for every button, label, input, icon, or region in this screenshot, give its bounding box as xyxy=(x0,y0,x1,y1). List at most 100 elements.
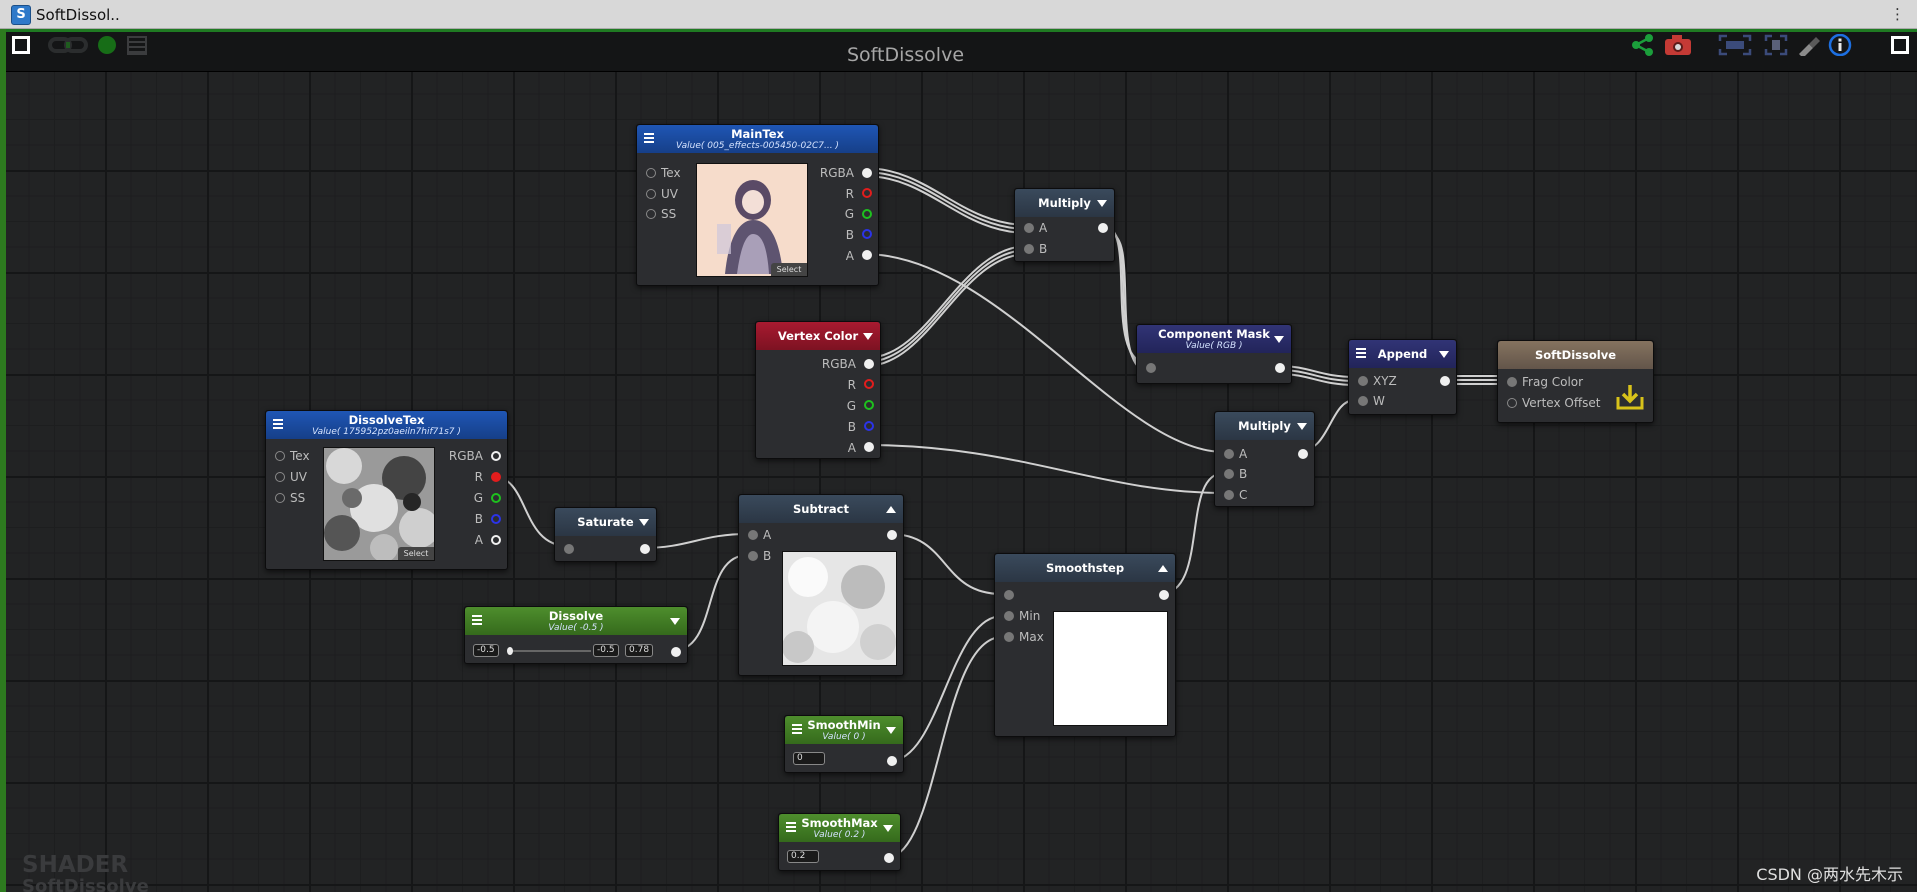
slider-min-field[interactable]: -0.5 xyxy=(473,644,499,657)
input-port-tex[interactable] xyxy=(275,451,285,461)
window-titlebar[interactable]: S SoftDissol.. ⋮ xyxy=(0,0,1917,29)
node-smoothstep[interactable]: Smoothstep Min Max xyxy=(994,553,1176,737)
input-port-c[interactable] xyxy=(1224,490,1234,500)
node-append[interactable]: Append XYZ W xyxy=(1348,339,1457,415)
output-port-g[interactable] xyxy=(862,209,872,219)
output-port[interactable] xyxy=(1298,449,1308,459)
status-circle-icon[interactable] xyxy=(96,34,118,56)
download-icon[interactable] xyxy=(1614,383,1646,411)
window-menu-icon[interactable]: ⋮ xyxy=(1890,5,1905,23)
output-port[interactable] xyxy=(1098,223,1108,233)
input-port-vertex-offset[interactable] xyxy=(1507,398,1517,408)
node-header[interactable]: DissolveTex Value( 175952pz0aeiln7hif71s… xyxy=(266,411,507,439)
node-header[interactable]: Append xyxy=(1349,340,1456,368)
output-port-rgba[interactable] xyxy=(491,451,501,461)
dissolve-slider[interactable] xyxy=(507,647,591,655)
node-multiply-2[interactable]: Multiply A B C xyxy=(1214,411,1315,507)
frame-all-icon[interactable] xyxy=(1718,34,1752,56)
slider-max-field[interactable]: 0.78 xyxy=(625,644,653,657)
input-port-a[interactable] xyxy=(1024,223,1034,233)
node-multiply-1[interactable]: Multiply A B xyxy=(1014,188,1115,262)
collapse-arrow-icon[interactable] xyxy=(1097,200,1107,207)
node-subtract[interactable]: Subtract A B xyxy=(738,494,904,676)
output-port-rgba[interactable] xyxy=(862,168,872,178)
output-port-a[interactable] xyxy=(862,250,872,260)
output-port-r[interactable] xyxy=(864,379,874,389)
node-header[interactable]: Subtract xyxy=(739,495,903,523)
collapse-arrow-icon[interactable] xyxy=(863,333,873,340)
node-vertex-color[interactable]: Vertex Color RGBA R G B A xyxy=(755,321,881,459)
node-header[interactable]: Dissolve Value( -0.5 ) xyxy=(465,607,687,635)
input-port-tex[interactable] xyxy=(646,168,656,178)
output-port[interactable] xyxy=(1159,590,1169,600)
node-header[interactable]: SmoothMax Value( 0.2 ) xyxy=(779,814,900,842)
menu-icon[interactable] xyxy=(1356,348,1366,358)
share-icon[interactable] xyxy=(1630,34,1656,56)
output-port-a[interactable] xyxy=(491,535,501,545)
input-port-a[interactable] xyxy=(748,530,758,540)
output-port-a[interactable] xyxy=(864,442,874,452)
input-port-a[interactable] xyxy=(1224,449,1234,459)
collapse-arrow-icon[interactable] xyxy=(1297,423,1307,430)
output-port[interactable] xyxy=(671,647,681,657)
node-header[interactable]: MainTex Value( 005_effects-005450-02C7..… xyxy=(637,125,878,153)
output-port[interactable] xyxy=(640,544,650,554)
menu-icon[interactable] xyxy=(273,419,283,429)
node-header[interactable]: Saturate xyxy=(555,508,656,536)
output-port[interactable] xyxy=(1275,363,1285,373)
menu-icon[interactable] xyxy=(792,724,802,734)
node-header[interactable]: Multiply xyxy=(1015,189,1114,217)
output-port[interactable] xyxy=(884,853,894,863)
value-field[interactable]: 0.2 xyxy=(787,850,819,863)
node-header[interactable]: Multiply xyxy=(1215,412,1314,440)
maximize-right-icon[interactable] xyxy=(1889,34,1911,56)
brush-icon[interactable] xyxy=(1795,34,1821,56)
node-maintex[interactable]: MainTex Value( 005_effects-005450-02C7..… xyxy=(636,124,879,286)
input-port[interactable] xyxy=(1004,590,1014,600)
input-port-b[interactable] xyxy=(748,551,758,561)
output-port-g[interactable] xyxy=(864,400,874,410)
output-port[interactable] xyxy=(887,530,897,540)
input-port-min[interactable] xyxy=(1004,611,1014,621)
input-port[interactable] xyxy=(1146,363,1156,373)
input-port-max[interactable] xyxy=(1004,632,1014,642)
node-smoothmin[interactable]: SmoothMin Value( 0 ) 0 xyxy=(784,715,904,773)
node-dissolve[interactable]: Dissolve Value( -0.5 ) -0.5 -0.5 0.78 xyxy=(464,606,688,664)
collapse-arrow-icon[interactable] xyxy=(1274,336,1284,343)
output-port-r[interactable] xyxy=(862,188,872,198)
input-port-w[interactable] xyxy=(1358,396,1368,406)
chain-icon[interactable] xyxy=(48,34,88,56)
collapse-arrow-icon[interactable] xyxy=(886,727,896,734)
node-header[interactable]: SoftDissolve xyxy=(1498,341,1653,369)
output-port-b[interactable] xyxy=(864,421,874,431)
output-port[interactable] xyxy=(1440,376,1450,386)
input-port-xyz[interactable] xyxy=(1358,376,1368,386)
value-field[interactable]: 0 xyxy=(793,752,825,765)
input-port[interactable] xyxy=(564,544,574,554)
maximize-left-icon[interactable] xyxy=(10,34,32,56)
input-port-ss[interactable] xyxy=(275,493,285,503)
input-port-b[interactable] xyxy=(1024,244,1034,254)
output-port-g[interactable] xyxy=(491,493,501,503)
collapse-arrow-icon[interactable] xyxy=(639,519,649,526)
slider-value-field[interactable]: -0.5 xyxy=(593,644,619,657)
document-icon[interactable] xyxy=(125,34,149,56)
output-port-b[interactable] xyxy=(862,229,872,239)
node-dissolvetex[interactable]: DissolveTex Value( 175952pz0aeiln7hif71s… xyxy=(265,410,508,570)
info-icon[interactable] xyxy=(1827,34,1853,56)
node-softdissolve-output[interactable]: SoftDissolve Frag Color Vertex Offset xyxy=(1497,340,1654,423)
output-port-rgba[interactable] xyxy=(864,359,874,369)
node-header[interactable]: Smoothstep xyxy=(995,554,1175,582)
menu-icon[interactable] xyxy=(472,615,482,625)
collapse-arrow-icon[interactable] xyxy=(670,618,680,625)
select-texture-button[interactable]: Select xyxy=(771,263,807,276)
collapse-arrow-icon[interactable] xyxy=(883,825,893,832)
node-header[interactable]: Vertex Color xyxy=(756,322,880,350)
output-port-b[interactable] xyxy=(491,514,501,524)
menu-icon[interactable] xyxy=(644,133,654,143)
menu-icon[interactable] xyxy=(786,822,796,832)
node-smoothmax[interactable]: SmoothMax Value( 0.2 ) 0.2 xyxy=(778,813,901,871)
input-port-ss[interactable] xyxy=(646,209,656,219)
